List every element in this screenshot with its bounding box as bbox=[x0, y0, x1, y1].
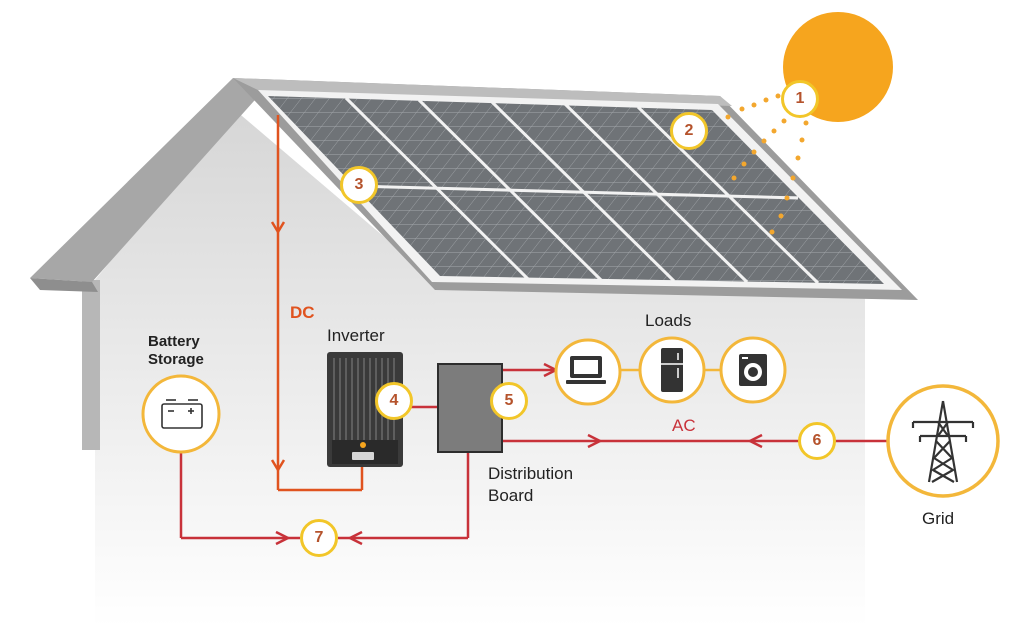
inverter-icon bbox=[327, 352, 403, 467]
step-badge-1: 1 bbox=[781, 80, 819, 118]
battery-label-line1: Battery bbox=[148, 333, 200, 350]
solar-panel-grid bbox=[344, 96, 820, 285]
solar-panel-cells bbox=[268, 96, 884, 284]
roof-ridge bbox=[233, 78, 732, 106]
roof-left-eave-shadow bbox=[30, 278, 98, 292]
step-badge-7: 7 bbox=[300, 519, 338, 557]
inverter-label: Inverter bbox=[327, 326, 385, 345]
battery-storage bbox=[141, 374, 221, 454]
step-badge-4: 4 bbox=[375, 382, 413, 420]
dc-label: DC bbox=[290, 303, 315, 322]
roof-left-eave bbox=[30, 78, 262, 282]
transmission-tower-icon bbox=[911, 400, 975, 483]
distribution-label-line1: Distribution bbox=[488, 464, 574, 483]
house-right-wall bbox=[435, 285, 865, 627]
step-badge-6: 6 bbox=[798, 422, 836, 460]
computer-load bbox=[554, 338, 622, 406]
washing-machine-load bbox=[719, 336, 787, 404]
refrigerator-icon bbox=[661, 348, 683, 392]
battery-label-line2: Storage bbox=[148, 351, 204, 368]
washing-machine-icon bbox=[739, 354, 767, 386]
step-badge-2: 2 bbox=[670, 112, 708, 150]
porch-post bbox=[82, 280, 100, 450]
solar-panel-icon bbox=[258, 90, 902, 290]
step-badge-3: 3 bbox=[340, 166, 378, 204]
refrigerator-load bbox=[638, 336, 706, 404]
grid-label: Grid bbox=[922, 509, 955, 528]
sun-rays bbox=[725, 93, 809, 235]
distribution-label-line2: Board bbox=[488, 486, 534, 505]
loads-label: Loads bbox=[645, 311, 692, 330]
step-badge-5: 5 bbox=[490, 382, 528, 420]
battery-icon bbox=[161, 399, 203, 429]
dc-wiring bbox=[270, 115, 364, 492]
ac-label: AC bbox=[672, 416, 696, 435]
computer-icon bbox=[566, 356, 606, 384]
grid-connection bbox=[886, 384, 1000, 498]
